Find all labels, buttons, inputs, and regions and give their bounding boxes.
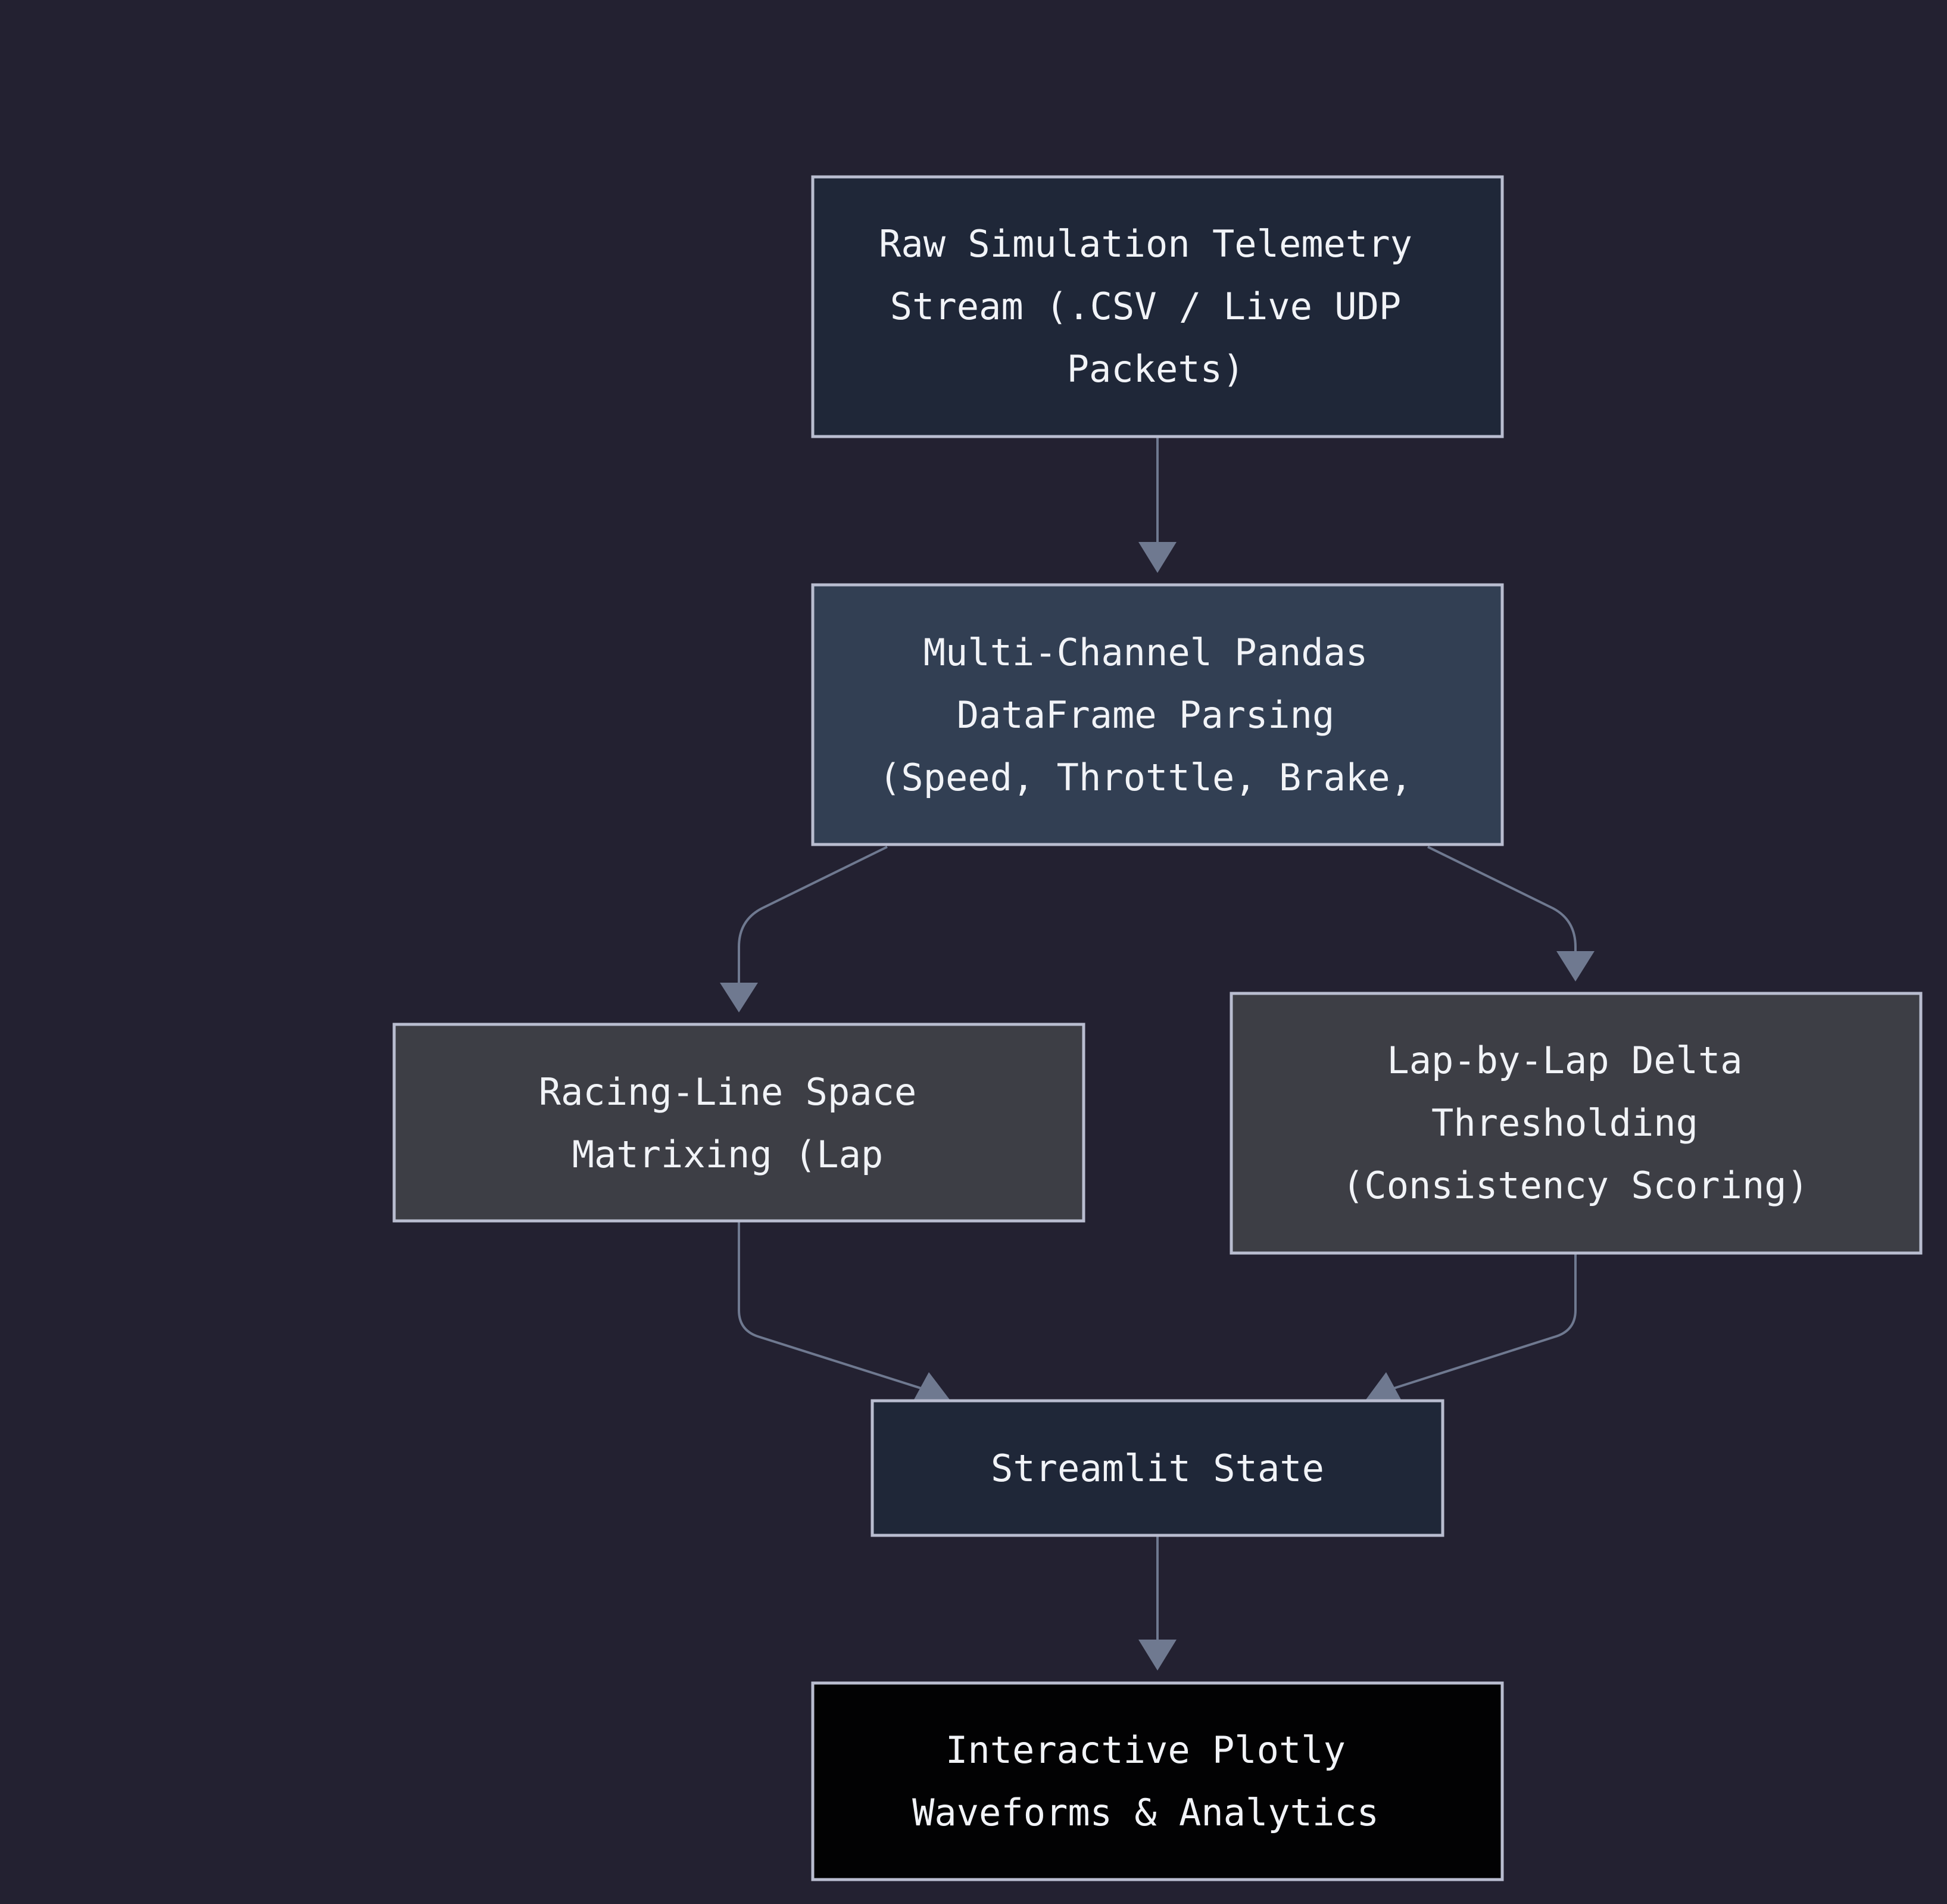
node-lap-delta: Lap-by-Lap Delta Thresholding (Consisten… — [1230, 992, 1923, 1255]
node-raw-telemetry: Raw Simulation Telemetry Stream (.CSV / … — [811, 175, 1504, 438]
node-racing-line: Racing-Line Space Matrixing (Lap — [392, 1023, 1085, 1223]
node-racing-line-1: Racing-Line Space — [539, 1070, 917, 1114]
node-raw-box — [811, 175, 1504, 438]
node-state-line-1: Streamlit State — [991, 1447, 1324, 1490]
node-parse-line-2: DataFrame Parsing — [957, 693, 1335, 737]
nodes-layer: Raw Simulation Telemetry Stream (.CSV / … — [392, 175, 1923, 1881]
node-plotly-line-1: Interactive Plotly — [946, 1728, 1346, 1772]
node-parse-box — [811, 583, 1504, 846]
node-delta-line-2: Thresholding — [1431, 1101, 1698, 1145]
node-racing-line-2: Matrixing (Lap — [572, 1133, 884, 1176]
node-racing-box — [392, 1023, 1085, 1223]
edge-parse-to-racing — [720, 846, 888, 1012]
edge-state-to-plotly — [1138, 1537, 1177, 1671]
node-parse-line-1: Multi-Channel Pandas — [923, 631, 1368, 674]
edges-layer — [720, 437, 1595, 1671]
node-raw-line-3: Packets) — [1067, 347, 1245, 391]
node-state-box — [870, 1399, 1444, 1537]
node-plotly-line-2: Waveforms & Analytics — [912, 1791, 1379, 1834]
node-delta-line-3: (Consistency Scoring) — [1342, 1164, 1809, 1207]
edge-raw-to-parse — [1138, 437, 1177, 573]
node-delta-box — [1230, 992, 1923, 1255]
edge-racing-to-state — [738, 1221, 950, 1400]
edge-delta-to-state — [1366, 1253, 1577, 1400]
node-streamlit-state: Streamlit State — [870, 1399, 1444, 1537]
node-plotly-box — [811, 1681, 1504, 1881]
node-delta-line-1: Lap-by-Lap Delta — [1387, 1039, 1742, 1082]
node-raw-line-1: Raw Simulation Telemetry — [879, 222, 1412, 266]
node-plotly-waveforms: Interactive Plotly Waveforms & Analytics — [811, 1681, 1504, 1881]
edge-parse-to-delta — [1427, 846, 1595, 981]
node-parse-line-3: (Speed, Throttle, Brake, — [879, 756, 1412, 799]
node-dataframe-parsing: Multi-Channel Pandas DataFrame Parsing (… — [811, 583, 1504, 846]
node-raw-line-2: Stream (.CSV / Live UDP — [890, 285, 1402, 328]
